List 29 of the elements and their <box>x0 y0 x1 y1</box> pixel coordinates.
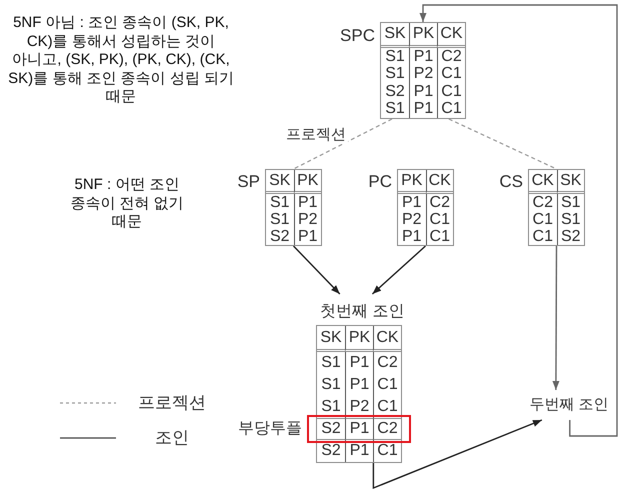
column-header: CK <box>437 23 465 48</box>
edge-label: 프로젝션 <box>284 126 348 144</box>
table-name: SPC <box>340 26 375 46</box>
arrow <box>372 419 542 490</box>
step-label: 두번째 조인 <box>528 390 610 420</box>
table-name: SP <box>237 172 260 192</box>
note-text: 5NF : 어떤 조인 종속이 전혀 없기 때문 <box>69 176 185 232</box>
legend-label: 프로젝션 <box>138 392 206 414</box>
column-header: CK <box>373 326 401 352</box>
column-header: PK <box>345 326 373 352</box>
table-name: CS <box>499 172 523 192</box>
table-cell: P1 <box>345 418 373 440</box>
dashed-line <box>448 118 557 170</box>
arrow <box>372 245 426 295</box>
legend-label: 조인 <box>155 427 189 449</box>
dashed-line <box>293 118 392 170</box>
column-header: PK <box>409 23 437 48</box>
column-header: PK <box>294 170 321 194</box>
arrow <box>293 246 340 294</box>
table-cell: S2 <box>317 418 345 440</box>
note-text: 5NF 아님 : 조인 종속이 (SK, PK, CK)를 통해서 성립하는 것이 아니고, (SK, PK), (PK, CK), (CK, SK)를 통해 조인 종속이 성립 되기 때문 <box>8 14 234 106</box>
table-name: PC <box>368 172 392 192</box>
column-header: CK <box>426 170 453 194</box>
column-header: SK <box>556 170 584 194</box>
arrow <box>420 4 618 437</box>
table-cell: C2 <box>373 418 401 440</box>
table-title: 첫번째 조인 <box>320 302 404 322</box>
arrow <box>552 246 560 390</box>
annotation-label: 부당투플 <box>238 419 302 439</box>
